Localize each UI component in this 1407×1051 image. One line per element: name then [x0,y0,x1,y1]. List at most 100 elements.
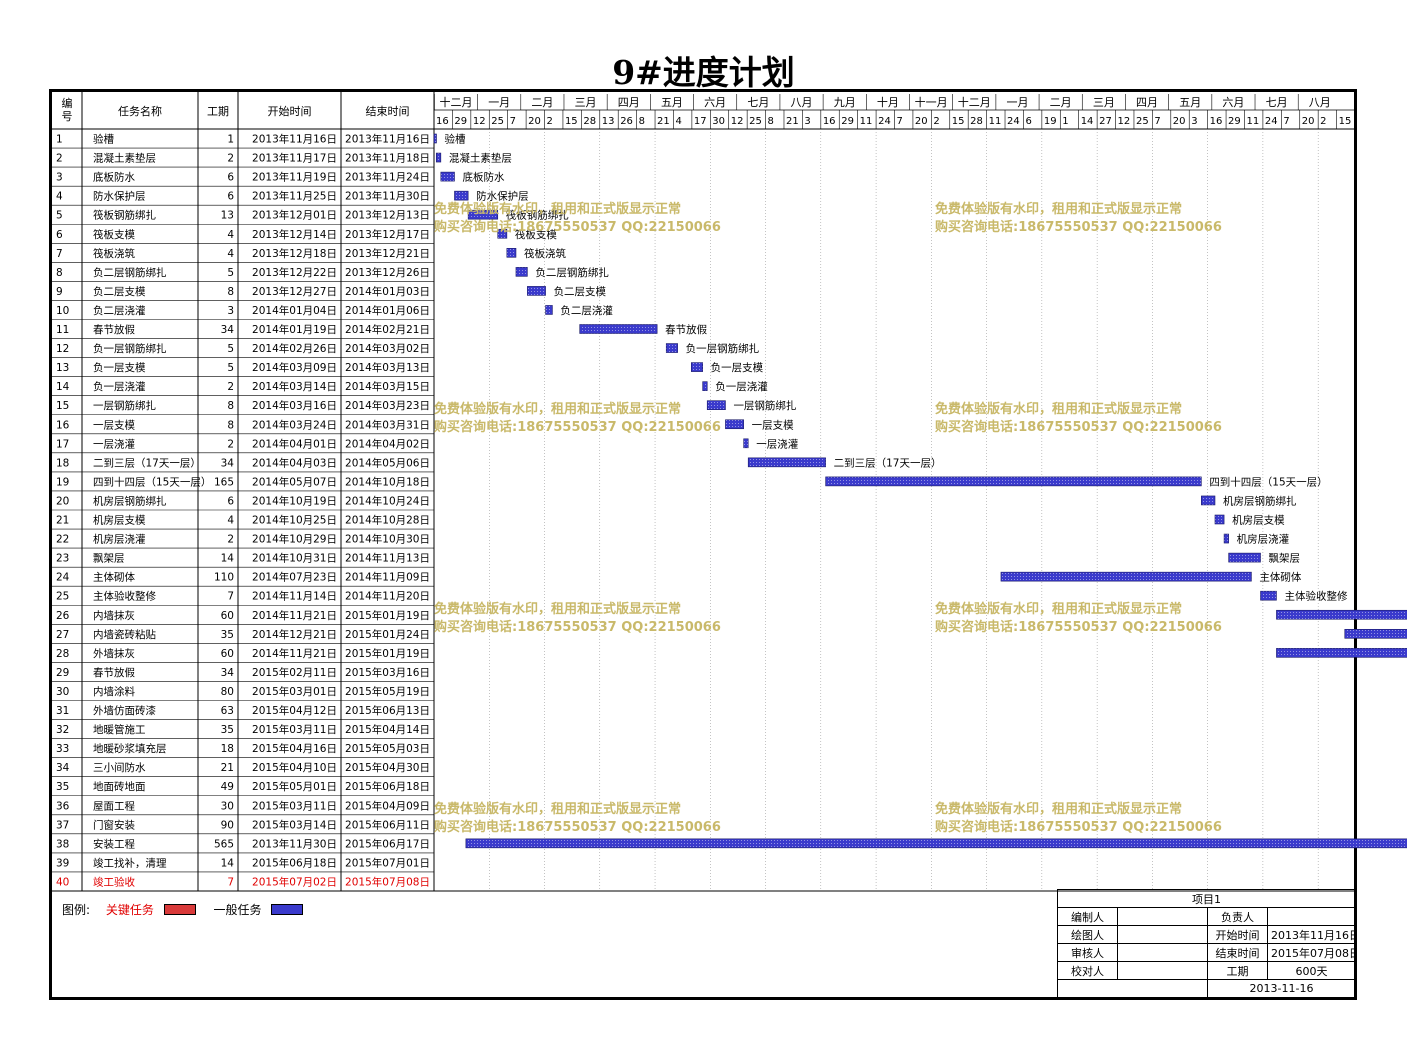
task-end: 2015年06月17日 [345,837,430,850]
task-end: 2013年12月13日 [345,209,430,222]
task-duration: 8 [227,419,234,431]
task-bar [433,133,437,144]
task-start: 2014年03月16日 [252,399,337,412]
day-label: 20 [1302,116,1315,127]
task-name: 一层支模 [93,419,135,431]
day-label: 14 [1081,116,1094,127]
task-id: 17 [56,438,69,450]
task-bar [1276,648,1407,658]
task-start: 2013年11月19日 [252,171,337,184]
day-label: 7 [1154,116,1160,127]
task-start: 2014年10月29日 [252,533,337,546]
day-label: 20 [528,116,541,127]
task-end: 2015年04月30日 [345,761,430,774]
task-id: 30 [56,686,69,698]
day-label: 11 [1246,116,1259,127]
task-start: 2015年04月12日 [252,704,337,717]
task-bar-label: 主体砌体 [1259,572,1301,584]
task-duration: 6 [227,172,234,184]
task-id: 13 [56,362,69,374]
day-label: 16 [436,116,449,127]
task-start: 2015年02月11日 [252,666,337,679]
task-name: 外墙仿面砖漆 [93,704,156,717]
info-label: 开始时间 [1207,925,1268,944]
month-label: 八月 [791,96,813,109]
header-start: 开始时间 [268,104,312,118]
day-label: 27 [1099,116,1112,127]
task-id: 9 [56,286,63,298]
month-label: 五月 [661,96,683,109]
task-name: 一层钢筋绑扎 [93,399,156,412]
task-bar [1260,590,1277,601]
task-name: 防水保护层 [93,190,146,203]
month-label: 三月 [575,96,597,109]
task-bar [1214,514,1225,525]
task-start: 2014年03月24日 [252,418,337,431]
task-id: 23 [56,553,69,565]
task-start: 2013年11月16日 [252,133,337,146]
task-id: 14 [56,381,70,393]
task-id: 33 [56,743,69,755]
task-start: 2014年03月09日 [252,361,337,374]
task-id: 5 [56,210,63,222]
task-bar [440,171,455,182]
task-end: 2014年11月13日 [345,552,430,565]
task-name: 地暖管施工 [93,723,146,736]
task-bar-label: 负二层钢筋绑扎 [535,266,609,279]
task-name: 负二层浇灌 [93,304,146,317]
day-label: 12 [1118,116,1131,127]
task-end: 2015年05月19日 [345,685,430,698]
month-label: 七月 [1266,96,1288,109]
task-duration: 21 [221,762,234,774]
task-duration: 2 [227,534,234,546]
task-duration: 34 [221,457,235,469]
project-name: 项目1 [1057,889,1356,908]
info-label: 审核人 [1057,943,1118,962]
task-duration: 2 [227,438,234,450]
task-end: 2014年01月06日 [345,304,430,317]
task-bar-label: 飘架层 [1269,553,1301,565]
task-duration: 3 [227,305,234,317]
month-label: 九月 [834,96,856,109]
task-bar [825,476,1202,487]
task-end: 2014年03月15日 [345,380,430,393]
task-duration: 30 [221,800,234,812]
task-duration: 14 [221,553,235,565]
header-duration: 工期 [207,105,229,118]
task-end: 2014年10月18日 [345,475,430,488]
task-duration: 4 [227,229,234,241]
report-date: 2013-11-16 [1207,979,1356,998]
task-duration: 60 [221,648,234,660]
task-id: 11 [56,324,69,336]
month-label: 一月 [488,96,510,109]
month-label: 六月 [1222,96,1244,109]
task-duration: 110 [214,572,234,584]
task-id: 38 [56,838,69,850]
task-id: 10 [56,305,69,317]
task-bar-label: 负一层钢筋绑扎 [686,342,760,355]
task-end: 2014年05月06日 [345,456,430,469]
task-id: 34 [56,762,70,774]
task-name: 一层浇灌 [93,437,135,450]
task-duration: 6 [227,191,234,203]
task-duration: 5 [227,362,234,374]
task-name: 负一层浇灌 [93,380,146,393]
task-start: 2014年04月03日 [252,456,337,469]
task-start: 2013年12月18日 [252,247,337,260]
header-id-top: 编 [62,96,73,110]
task-name: 负二层钢筋绑扎 [93,266,167,279]
task-bar-label: 负二层浇灌 [560,304,613,317]
day-label: 1 [1062,116,1068,127]
day-label: 11 [860,116,873,127]
watermark-line1: 免费体验版有水印，租用和正式版显示正常 [935,401,1182,417]
task-id: 40 [56,876,69,888]
month-label: 六月 [704,96,726,109]
watermark-line1: 免费体验版有水印，租用和正式版显示正常 [434,601,681,617]
task-end: 2014年04月02日 [345,437,430,450]
task-id: 29 [56,667,69,679]
day-label: 3 [804,116,810,127]
day-label: 15 [952,116,965,127]
task-end: 2015年06月11日 [345,818,430,831]
task-bar-label: 负一层支模 [711,361,764,374]
month-label: 七月 [747,96,769,109]
